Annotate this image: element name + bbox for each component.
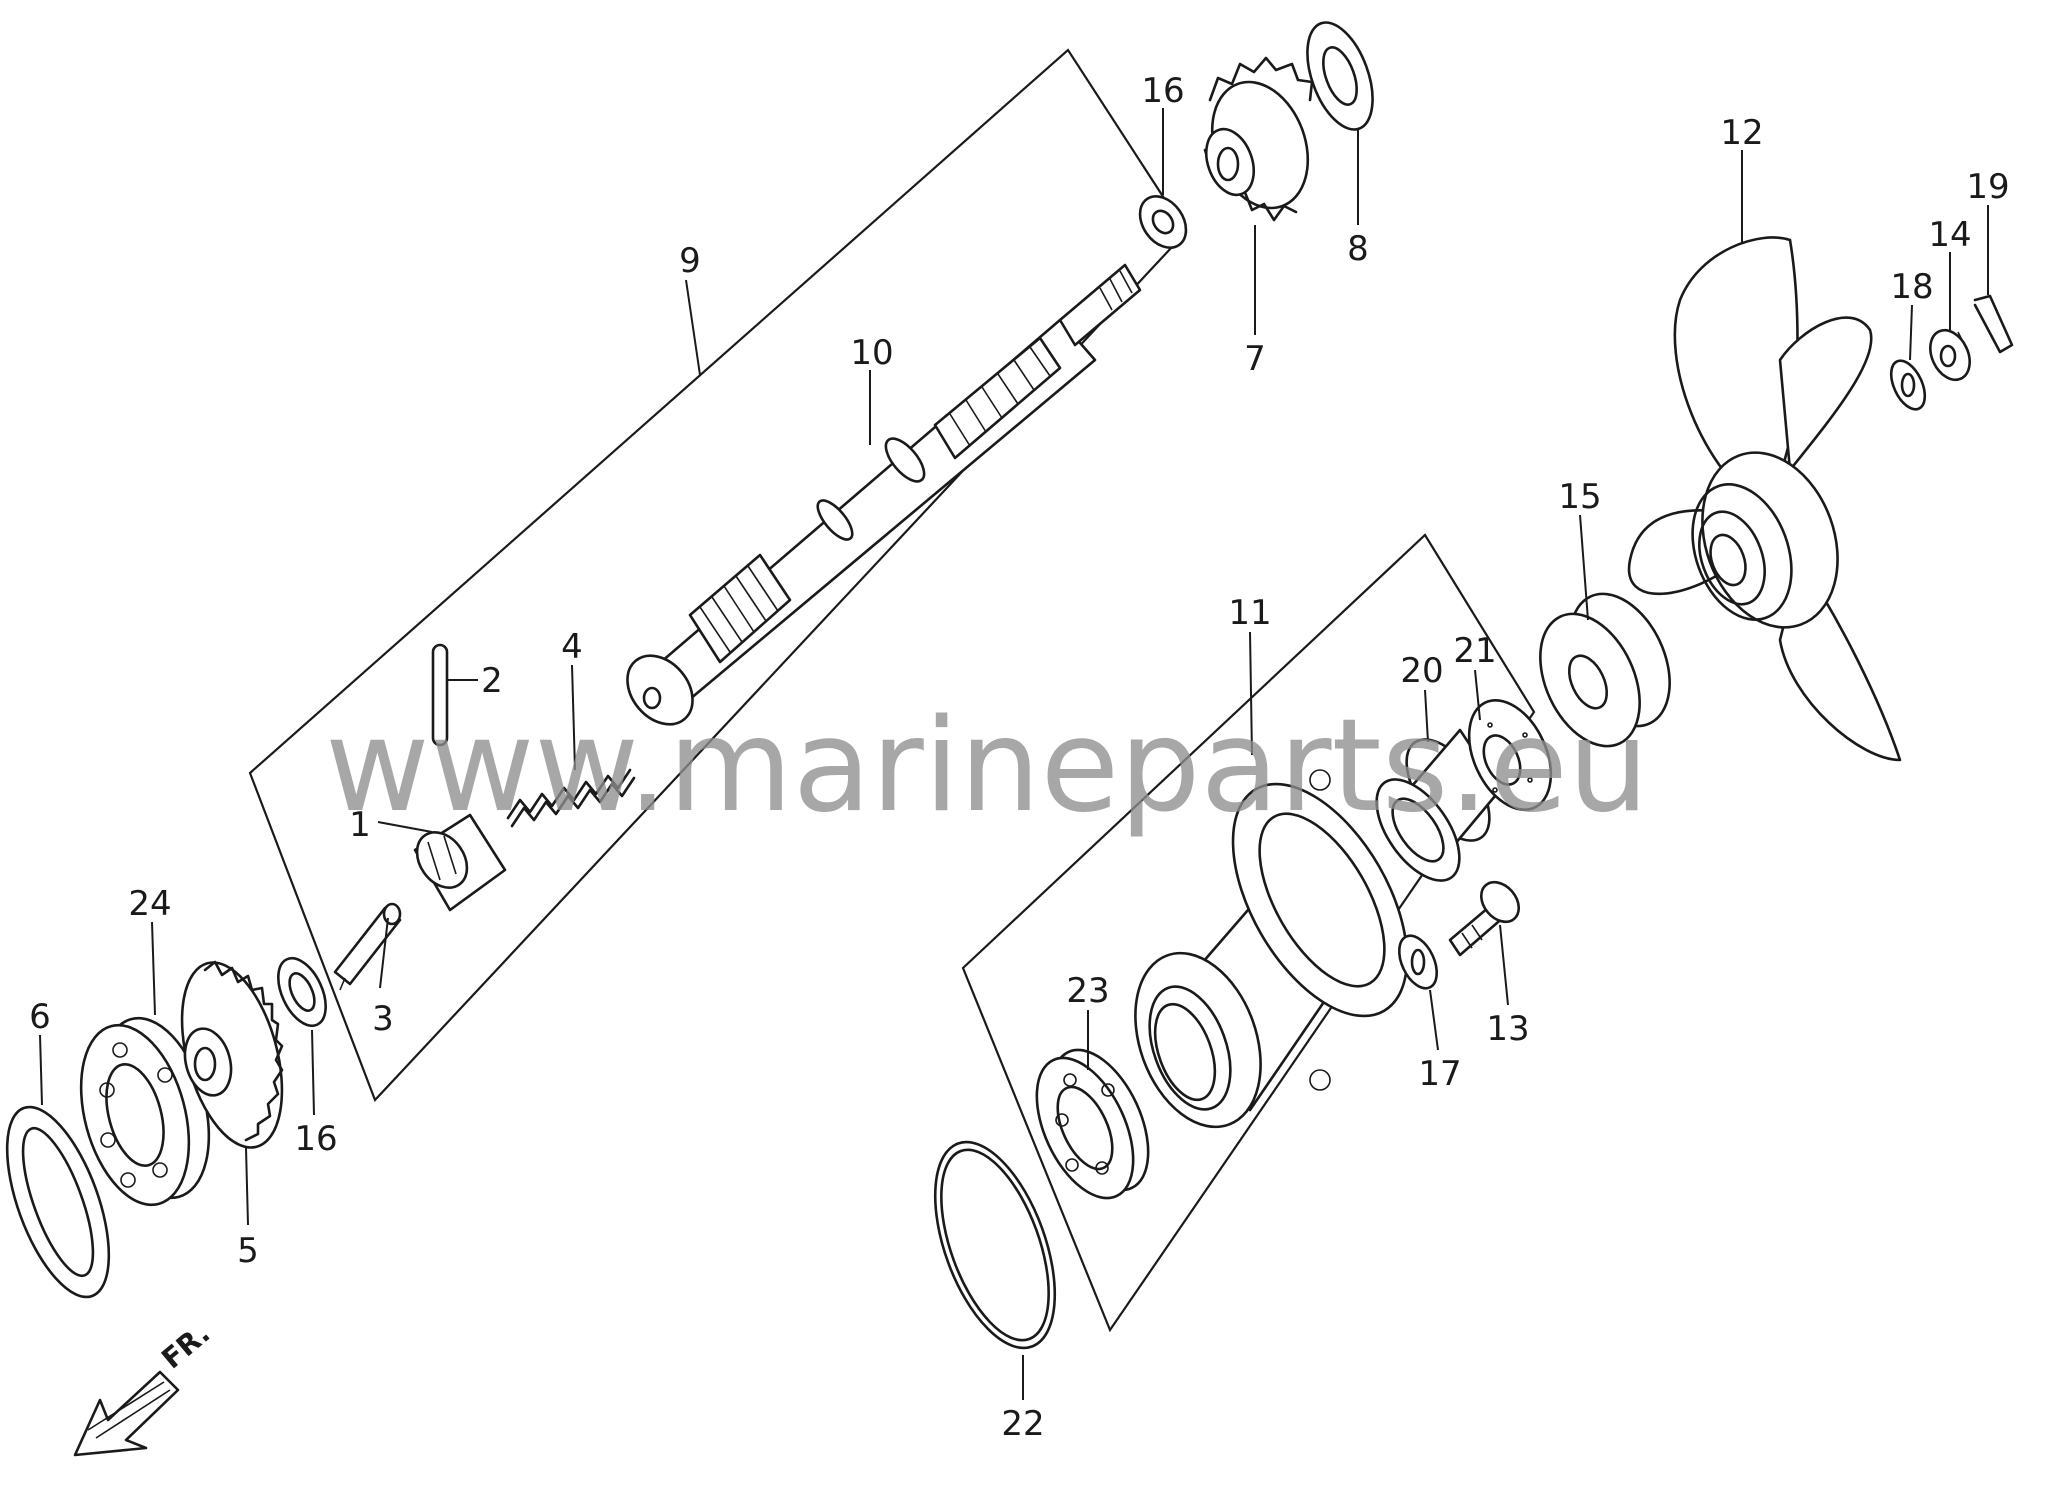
washer-part-17	[1397, 934, 1439, 990]
callout-8: 8	[1347, 229, 1369, 269]
reverse-gear-part-7	[1203, 56, 1314, 222]
thrust-washer-part-6	[5, 1105, 111, 1299]
needle-bearing-part-20	[1375, 728, 1502, 882]
callout-5: 5	[237, 1231, 259, 1271]
thrust-washer-part-16-lower	[277, 956, 327, 1028]
shift-pin-part-3	[333, 902, 402, 991]
castle-nut-part-14	[1929, 328, 1971, 382]
callout-2: 2	[481, 661, 503, 701]
callout-22: 22	[1001, 1404, 1044, 1444]
callout-6: 6	[29, 997, 51, 1037]
cotter-pin-part-19	[1973, 294, 2014, 354]
callout-16-upper: 16	[1141, 71, 1184, 111]
group-frame-11	[961, 533, 1536, 1333]
callout-19: 19	[1966, 167, 2009, 207]
group-frame-9	[248, 48, 1188, 1103]
propeller-shaft-part-10	[626, 263, 1142, 726]
forward-gear-part-5	[180, 960, 284, 1149]
callout-1: 1	[349, 805, 371, 845]
watermark-text: www.marineparts.eu	[325, 692, 1649, 841]
leader-lines	[39, 108, 1989, 1400]
callout-14: 14	[1928, 215, 1971, 255]
propeller-part-12	[1627, 236, 1902, 762]
bearing-holder-part-11	[1134, 769, 1409, 1129]
washer-part-18	[1889, 359, 1927, 411]
callout-18: 18	[1890, 267, 1933, 307]
thrust-bushing-part-15	[1539, 592, 1671, 748]
cross-pin-part-2	[431, 643, 449, 747]
front-direction-arrow	[73, 1370, 180, 1457]
callout-13: 13	[1486, 1009, 1529, 1049]
callout-16-lower: 16	[294, 1119, 337, 1159]
callout-12: 12	[1720, 113, 1763, 153]
thrust-washer-part-16-upper	[1138, 195, 1188, 249]
return-spring-part-4	[506, 768, 636, 828]
shim-washer-part-8	[1306, 21, 1374, 131]
ball-bearing-part-23	[1035, 1048, 1150, 1200]
callout-20: 20	[1400, 651, 1443, 691]
callout-17: 17	[1418, 1054, 1461, 1094]
callout-4: 4	[561, 627, 583, 667]
oil-seal-part-21	[1467, 698, 1553, 812]
o-ring-part-22	[933, 1140, 1057, 1350]
front-direction-label: FR.	[155, 1317, 216, 1376]
callout-11: 11	[1228, 593, 1271, 633]
flange-bolt-part-13	[1448, 880, 1521, 957]
callout-24: 24	[128, 884, 171, 924]
callout-21: 21	[1453, 631, 1496, 671]
callout-23: 23	[1066, 971, 1109, 1011]
callout-15: 15	[1558, 477, 1601, 517]
callout-10: 10	[850, 333, 893, 373]
callout-7: 7	[1244, 339, 1266, 379]
callout-9: 9	[679, 241, 701, 281]
clutch-shifter-part-1	[413, 813, 507, 912]
callout-3: 3	[372, 999, 394, 1039]
